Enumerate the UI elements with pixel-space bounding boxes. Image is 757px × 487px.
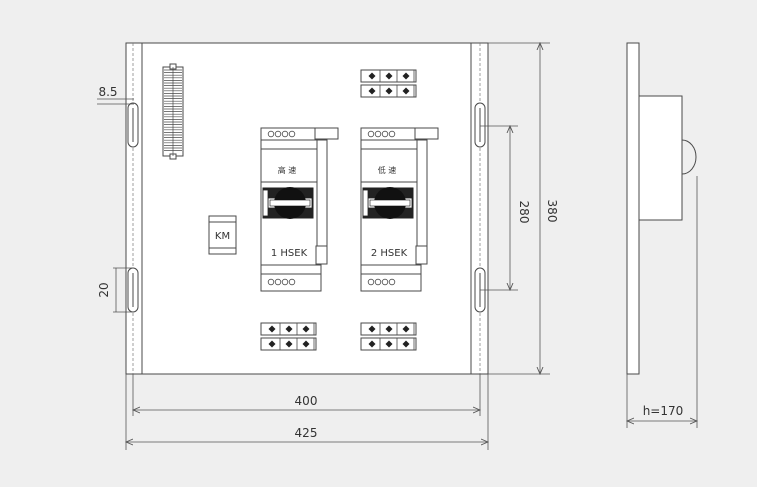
switch-1-speed-label: 高 速 bbox=[278, 165, 297, 175]
dimension-20-label: 20 bbox=[97, 282, 111, 297]
switch-2-handle bbox=[362, 187, 414, 219]
contactor-km: KM bbox=[208, 215, 237, 255]
terminal-strip bbox=[162, 63, 184, 160]
dimension-400-label: 400 bbox=[295, 394, 318, 408]
dimension-380: 380 bbox=[488, 43, 559, 374]
dimension-425-label: 425 bbox=[295, 426, 318, 440]
switch-2: 低 速 2 HSEK bbox=[360, 127, 439, 292]
dimension-depth-label: h=170 bbox=[643, 404, 684, 418]
dimension-380-label: 380 bbox=[545, 200, 559, 223]
dimension-280-label: 280 bbox=[517, 201, 531, 224]
switch-1-name: 1 HSEK bbox=[271, 248, 308, 259]
terminal-block-top bbox=[360, 69, 417, 98]
switch-1-handle bbox=[262, 187, 314, 219]
dimension-20: 20 bbox=[97, 267, 133, 313]
dimension-400: 400 bbox=[133, 374, 480, 416]
mounting-slots bbox=[127, 102, 486, 313]
terminal-block-bottom-right bbox=[360, 322, 417, 351]
switch-2-name: 2 HSEK bbox=[371, 248, 408, 259]
switch-2-speed-label: 低 速 bbox=[378, 165, 397, 175]
contactor-label: KM bbox=[215, 231, 230, 242]
side-view bbox=[626, 42, 697, 375]
dimension-8-5-label: 8.5 bbox=[98, 85, 117, 99]
switch-1: 高 速 1 HSEK bbox=[260, 127, 339, 292]
dimension-425: 425 bbox=[126, 374, 488, 450]
dimension-8-5: 8.5 bbox=[97, 85, 134, 105]
terminal-block-bottom-left bbox=[260, 322, 317, 351]
dimension-depth: h=170 bbox=[627, 176, 697, 428]
dimension-280: 280 bbox=[480, 126, 531, 290]
